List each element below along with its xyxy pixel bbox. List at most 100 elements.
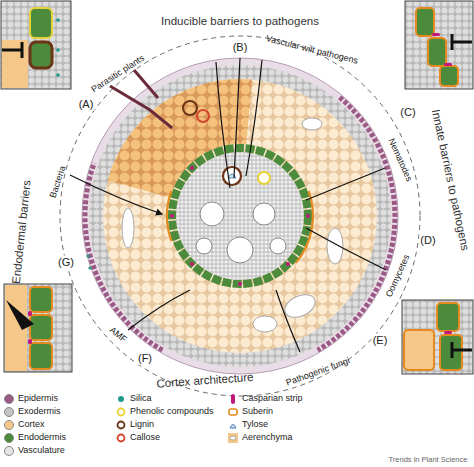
inset-top-right-part [444, 63, 452, 66]
root-cross-section-part [286, 262, 290, 266]
legend-symbol [116, 433, 126, 443]
legend-row: Vasculature [4, 445, 65, 456]
legend-text: Callose [130, 433, 160, 442]
panel-letter: (B) [232, 41, 249, 54]
root-cross-section-part [258, 172, 270, 184]
inset-top-right-part [428, 38, 446, 66]
root-cross-section-part [327, 228, 343, 264]
legend-text: Vasculature [18, 446, 65, 455]
legend-row: Epidermis [4, 393, 58, 404]
inset-top-left-part [30, 8, 52, 38]
root-cross-section-part [302, 118, 322, 130]
legend-row: Phenolic compounds [116, 406, 214, 417]
root-cross-section-part [89, 65, 391, 367]
inset-bottom-left-part [6, 300, 34, 330]
root-cross-section-part [183, 101, 197, 115]
legend-symbol-part [228, 433, 238, 443]
legend-symbol-part [118, 408, 125, 415]
legend-symbol-part [118, 421, 125, 428]
legend-symbol [116, 420, 126, 430]
legend-symbol-part [230, 424, 236, 428]
legend-swatch [231, 394, 235, 404]
legend-row: Silica [116, 393, 152, 404]
pathogen-label: Vascular wilt pathogens [265, 34, 359, 66]
section-title: Cortex architecture [156, 372, 254, 390]
legend-swatch [4, 446, 14, 456]
inset-bottom-left-part [30, 343, 52, 369]
inset-bottom-right-part [402, 300, 473, 374]
root-cross-section-part [227, 237, 253, 263]
inset-top-left-part [2, 40, 28, 88]
pathogen-lines-part [246, 60, 262, 176]
legend-symbol-part [229, 409, 237, 415]
legend-row: Lignin [116, 419, 154, 430]
legend-text: Cortex [18, 420, 45, 429]
legend-text: Endodermis [18, 433, 66, 442]
inset-top-left-part [30, 42, 52, 68]
inset-top-left [1, 1, 71, 89]
root-cross-section-part [85, 163, 163, 350]
inset-bottom-left-part [4, 284, 72, 372]
root-cross-section-part [88, 266, 91, 269]
root-cross-section-part [197, 110, 209, 122]
inset-bottom-right-part [444, 331, 452, 334]
root-cross-section-part [228, 174, 236, 178]
inset-bottom-right-part [404, 330, 434, 370]
legend-swatch [4, 394, 14, 404]
legend-row: Suberin [228, 406, 273, 417]
legend-symbol [228, 420, 238, 430]
inset-bottom-right-part [452, 342, 472, 358]
legend-swatch [4, 407, 14, 417]
root-cross-section-part [296, 191, 313, 263]
inset-top-right-part [440, 66, 458, 86]
legend-text: Casparian strip [242, 394, 303, 403]
legend-symbol-part [230, 436, 236, 440]
root-cross-section-part [170, 214, 174, 218]
legend-row: Exodermis [4, 406, 61, 417]
legend-symbol-part [118, 434, 125, 441]
watermark: Trends in Plant Science [389, 456, 468, 464]
inset-bottom-left [4, 284, 72, 372]
legend-symbol [116, 407, 126, 417]
root-cross-section-part [281, 290, 318, 322]
legend-swatch [118, 396, 124, 402]
pathogen-lines-part [306, 228, 386, 270]
pathogen-lines [70, 58, 386, 352]
legend-row: Cortex [4, 419, 45, 430]
legend-swatch [4, 433, 14, 443]
pathogen-lines-part [306, 168, 385, 200]
inset-top-right-part [416, 8, 434, 36]
pathogen-label: Bacteria [49, 165, 68, 199]
inset-bottom-left-part [30, 287, 52, 312]
inset-top-left-part [1, 1, 71, 89]
legend-row: Aerenchyma [228, 432, 293, 443]
legend-row: Endodermis [4, 432, 66, 443]
pathogen-lines-part [128, 290, 190, 330]
section-title: Innate barriers to pathogens [429, 108, 470, 251]
legend-text: Lignin [130, 420, 154, 429]
root-cross-section-part [196, 238, 212, 254]
root-cross-section-part [223, 167, 241, 185]
root-cross-section-part [176, 152, 304, 280]
pathogen-lines-part [110, 86, 172, 128]
root-cross-section-part [238, 282, 242, 286]
inset-top-left-part [56, 73, 60, 77]
root-cross-section-part [82, 58, 398, 374]
legend-row: Casparian strip [228, 393, 303, 404]
legend-symbol [228, 433, 238, 443]
inset-top-right-part [452, 34, 472, 50]
root-cross-section-part [103, 79, 377, 353]
inset-bottom-left-part [28, 339, 32, 344]
legend-text: Suberin [242, 407, 273, 416]
inset-top-left-part [2, 42, 22, 58]
inset-top-left-part [56, 18, 60, 22]
legend-symbol [228, 407, 238, 417]
inset-top-right [405, 1, 473, 89]
panel-letter: (A) [78, 98, 95, 111]
root-cross-section-part [172, 148, 308, 284]
pathogen-lines-part [70, 175, 162, 214]
panel-letter: (G) [57, 256, 75, 269]
section-title: Inducible barriers to pathogens [161, 16, 319, 28]
root-cross-section-part [318, 97, 395, 350]
pathogen-lines-part [276, 290, 300, 352]
